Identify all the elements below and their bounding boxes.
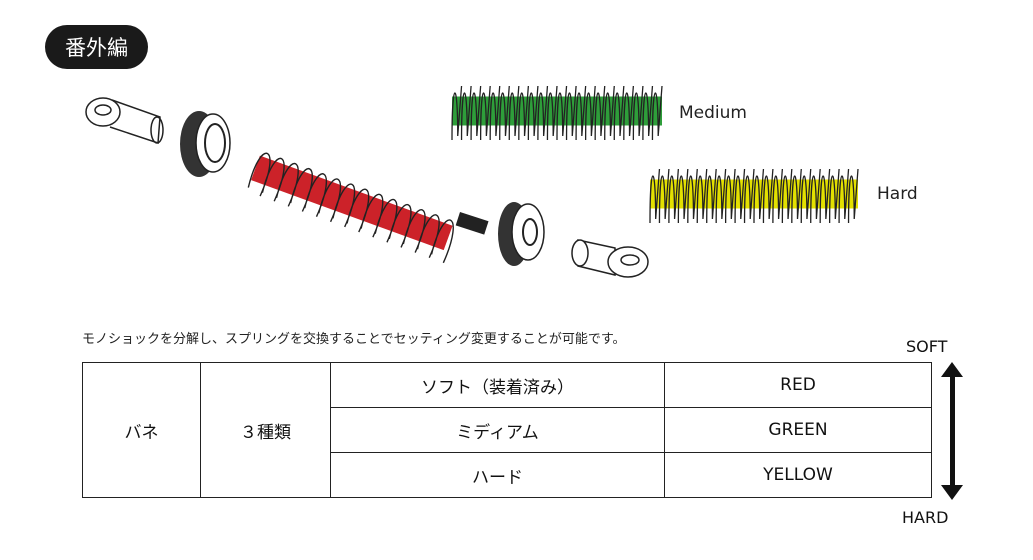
spring-coil <box>247 152 454 264</box>
collar-right <box>498 202 545 266</box>
rod-thread <box>455 211 489 235</box>
rod-end-left <box>85 97 164 145</box>
table-row: ミディアム GREEN <box>83 407 932 453</box>
part-cell: バネ <box>82 362 201 498</box>
spring-table: バネ ３種類 ソフト（装着済み） RED ミディアム GREEN ハード YEL… <box>82 362 932 498</box>
spring-medium-green <box>451 85 663 141</box>
description-text: モノショックを分解し、スプリングを交換することでセッティング変更することが可能で… <box>82 332 626 347</box>
shock-exploded-illustration <box>85 85 859 278</box>
type-cell: ミディアム <box>330 407 665 453</box>
spring-label-medium: Medium <box>679 103 747 123</box>
count-cell: ３種類 <box>200 362 331 498</box>
type-cell: ソフト（装着済み） <box>330 362 665 408</box>
spring-hard-yellow <box>649 168 859 224</box>
table-row: バネ ３種類 ソフト（装着済み） RED <box>82 362 932 498</box>
installed-spring-red <box>247 152 454 264</box>
type-cell: ハード <box>330 452 665 498</box>
soft-hard-arrow-icon <box>941 362 963 500</box>
collar-left <box>180 111 231 177</box>
table-row: ハード YELLOW <box>83 452 932 498</box>
color-cell: YELLOW <box>664 452 932 498</box>
spring-coil <box>451 85 663 141</box>
color-cell: GREEN <box>664 407 932 453</box>
scale-soft-label: SOFT <box>906 337 948 356</box>
spring-label-hard: Hard <box>877 184 918 204</box>
spring-color-band <box>251 155 453 251</box>
color-cell: RED <box>664 362 932 408</box>
scale-hard-label: HARD <box>902 508 949 527</box>
spring-coil <box>649 168 859 224</box>
title-badge: 番外編 <box>45 25 148 69</box>
rod-end-right <box>571 239 649 278</box>
